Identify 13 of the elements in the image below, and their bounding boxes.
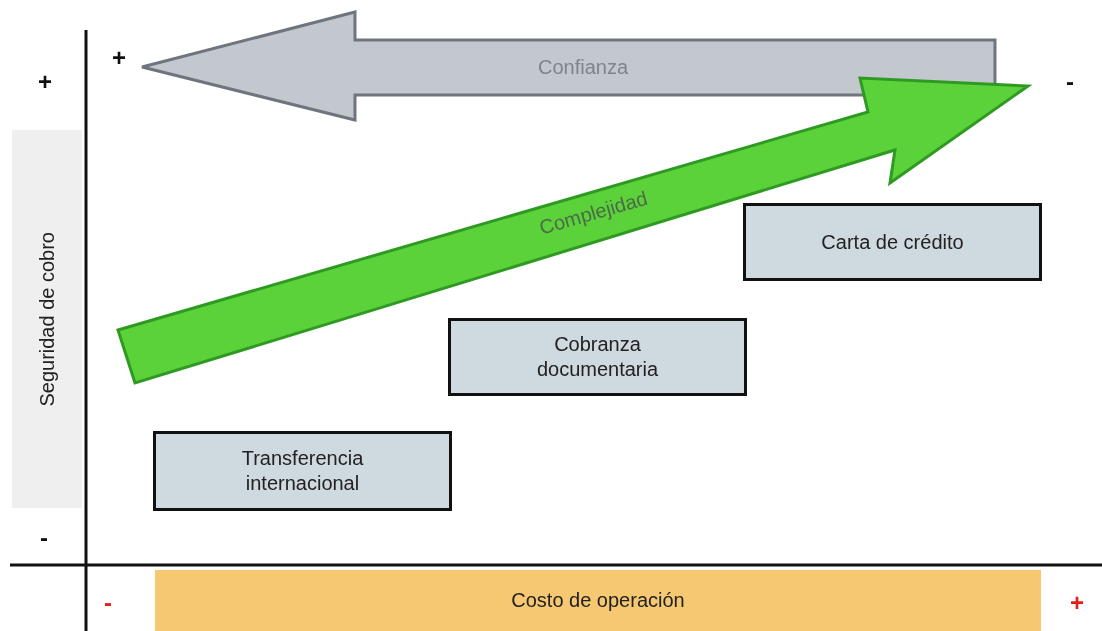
payment-method-box: Carta de crédito [743, 203, 1042, 281]
axis-label-bar [155, 570, 1041, 631]
sign-label: + [112, 46, 126, 70]
sign-label: - [40, 526, 48, 550]
axis-title: Costo de operación [511, 589, 685, 612]
arrow-label: Confianza [538, 56, 629, 79]
sign-label: + [1070, 591, 1084, 615]
payment-method-box: Cobranza documentaria [448, 318, 747, 396]
sign-label: - [1066, 70, 1074, 94]
sign-label: - [104, 591, 112, 615]
axis-title: Seguridad de cobro [35, 231, 59, 407]
payment-method-box: Transferencia internacional [153, 431, 452, 511]
sign-label: + [38, 70, 52, 94]
